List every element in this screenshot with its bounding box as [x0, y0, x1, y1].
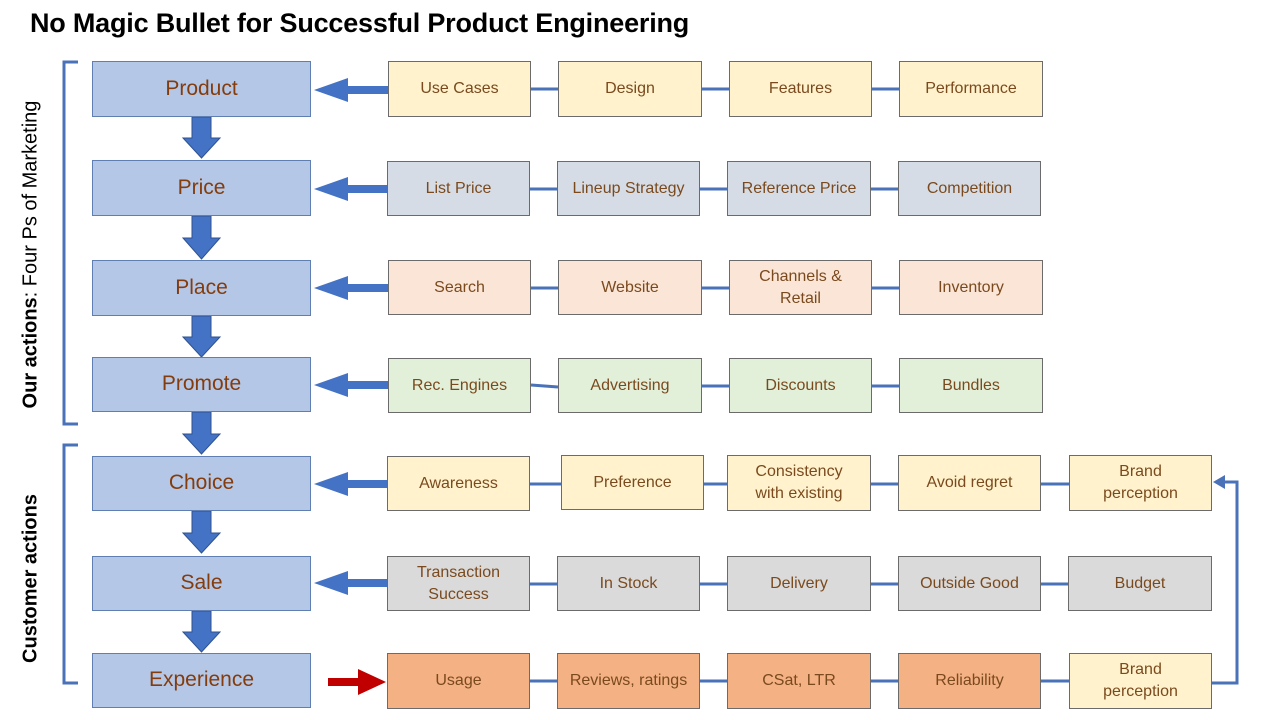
main-box-price: Price — [92, 160, 311, 216]
main-box-product: Product — [92, 61, 311, 117]
item-budget: Budget — [1068, 556, 1212, 611]
red-arrow-into-usage — [328, 669, 386, 695]
feedback-loop-arrowhead — [1213, 475, 1225, 489]
item-features: Features — [729, 61, 872, 117]
arrow-into-promote — [314, 373, 388, 397]
customer-actions-bracket — [62, 443, 78, 685]
item-in-stock: In Stock — [557, 556, 700, 611]
our-actions-bracket — [62, 60, 78, 426]
item-outside-good: Outside Good — [898, 556, 1041, 611]
item-reference-price: Reference Price — [727, 161, 871, 216]
item-performance: Performance — [899, 61, 1043, 117]
item-awareness: Awareness — [387, 456, 530, 511]
main-box-sale: Sale — [92, 556, 311, 611]
item-avoid-regret: Avoid regret — [898, 455, 1041, 511]
down-arrow-5 — [181, 510, 222, 554]
item-channels-retail: Channels & Retail — [729, 260, 872, 315]
down-arrow-1 — [181, 116, 222, 159]
item-lineup-strategy: Lineup Strategy — [557, 161, 700, 216]
input-arrows — [314, 78, 388, 595]
item-advertising: Advertising — [558, 358, 702, 413]
item-connectors — [530, 87, 1069, 683]
arrow-into-sale — [314, 571, 388, 595]
item-rec-engines: Rec. Engines — [388, 358, 531, 413]
main-box-promote: Promote — [92, 357, 311, 412]
item-competition: Competition — [898, 161, 1041, 216]
arrow-into-price — [314, 177, 388, 201]
main-box-place: Place — [92, 260, 311, 316]
item-search: Search — [388, 260, 531, 315]
main-box-experience: Experience — [92, 653, 311, 708]
item-inventory: Inventory — [899, 260, 1043, 315]
item-brand-perception-experience: Brand perception — [1069, 653, 1212, 709]
item-website: Website — [558, 260, 702, 315]
down-arrow-3 — [181, 315, 222, 358]
item-use-cases: Use Cases — [388, 61, 531, 117]
down-arrow-2 — [181, 215, 222, 260]
down-arrow-6 — [181, 610, 222, 653]
item-reviews-ratings: Reviews, ratings — [557, 653, 700, 709]
item-list-price: List Price — [387, 161, 530, 216]
main-box-choice: Choice — [92, 456, 311, 511]
item-design: Design — [558, 61, 702, 117]
item-brand-perception-choice: Brand perception — [1069, 455, 1212, 511]
down-arrow-4 — [181, 411, 222, 455]
item-preference: Preference — [561, 455, 704, 510]
item-reliability: Reliability — [898, 653, 1041, 709]
item-delivery: Delivery — [727, 556, 871, 611]
page-title: No Magic Bullet for Successful Product E… — [30, 8, 690, 38]
flow-down-arrows — [181, 116, 222, 653]
arrow-into-choice — [314, 472, 388, 496]
item-transaction-success: Transaction Success — [387, 556, 530, 611]
item-csat-ltr: CSat, LTR — [727, 653, 871, 709]
item-usage: Usage — [387, 653, 530, 709]
item-bundles: Bundles — [899, 358, 1043, 413]
item-discounts: Discounts — [729, 358, 872, 413]
arrow-into-place — [314, 276, 388, 300]
arrow-into-product — [314, 78, 388, 102]
feedback-loop-arrow — [1212, 480, 1239, 685]
item-consistency-with-existing: Consistency with existing — [727, 455, 871, 511]
